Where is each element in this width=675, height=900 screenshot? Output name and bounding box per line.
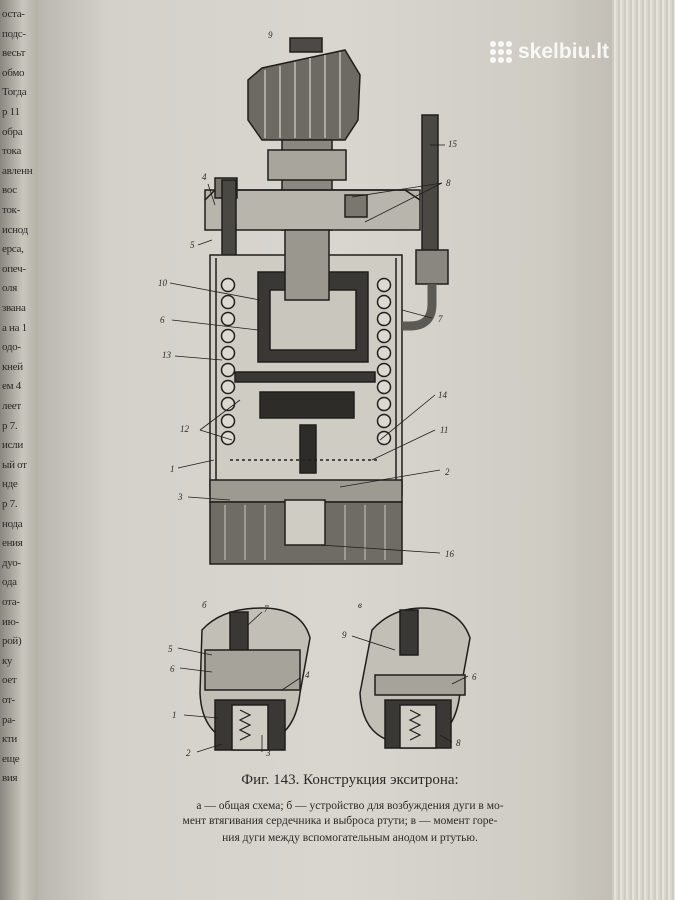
left-page-text-fragment: исли — [2, 439, 23, 452]
figure-callout-label: 4 — [305, 670, 310, 680]
left-page-text-fragment: кней — [2, 360, 23, 373]
coil-turn — [220, 345, 236, 361]
left-page-text-fragment: ерса, — [2, 243, 24, 256]
coil-turn — [220, 430, 236, 446]
figure-callout-label: 13 — [162, 350, 172, 360]
left-page-text-fragment: вос — [2, 184, 17, 197]
left-page-text-fragment: ода — [2, 576, 17, 589]
left-page-text-fragment: еще — [2, 752, 20, 765]
left-page-text-fragment: рой) — [2, 635, 22, 648]
figure-callout-label: 5 — [190, 240, 195, 250]
figure-caption-line: а — общая схема; б — устройство для возб… — [196, 800, 504, 812]
left-page-text-fragment: одо- — [2, 341, 21, 354]
figure-caption-line: мент втягивания сердечника и выброса рту… — [182, 815, 498, 827]
figure-callout-label: 4 — [202, 172, 207, 182]
left-page-text-fragment: ем 4 — [2, 380, 21, 393]
figure-callout-label: 16 — [445, 549, 455, 559]
left-page-text-fragment: опеч- — [2, 262, 26, 275]
coil-turn — [220, 311, 236, 327]
coil-turn — [220, 328, 236, 344]
left-page-text-fragment: ый от — [2, 458, 27, 471]
coil-turn — [376, 328, 392, 344]
figure-callout-label: 8 — [446, 178, 451, 188]
figure-callout-label: 2 — [186, 748, 191, 758]
watermark-text: skelbiu.lt — [518, 40, 610, 63]
coil-turn — [376, 430, 392, 446]
figure-callout-label: 14 — [438, 390, 448, 400]
figure-callout-label: 3 — [265, 748, 271, 758]
left-page-text-fragment: р 7. — [2, 419, 18, 432]
left-page-text-fragment: ток- — [2, 204, 20, 216]
figure-callout-label: 10 — [158, 278, 168, 288]
coil-turn — [376, 362, 392, 378]
coil-turn — [220, 294, 236, 310]
coil-turn — [376, 379, 392, 395]
left-page-text-fragment: вия — [2, 772, 18, 785]
left-page-text-fragment: ения — [2, 537, 23, 550]
figure-callout-label: 6 — [160, 315, 165, 325]
coil-turn — [376, 396, 392, 412]
figure-callout-label: 6 — [472, 672, 477, 682]
left-page-text-fragment: авленн — [2, 164, 33, 177]
left-page-text-fragment: а на 1 — [2, 321, 27, 334]
left-page-text-fragment: ра- — [2, 713, 16, 726]
left-page-text-fragment: нода — [2, 517, 23, 530]
coil-turn — [220, 362, 236, 378]
figure-callout-label: в — [358, 600, 362, 610]
coil-turn — [376, 413, 392, 429]
figure-callout-label: 1 — [172, 710, 177, 720]
left-page-text-fragment: иснод — [2, 223, 28, 236]
figure-callout-label: 9 — [342, 630, 347, 640]
left-page-text-fragment: звана — [2, 302, 26, 314]
figure-callout-label: 15 — [448, 139, 458, 149]
figure-callout-label: 1 — [170, 464, 175, 474]
figure-callout-label: 3 — [177, 492, 183, 502]
left-page-text-fragment: оет — [2, 674, 17, 687]
watermark-logo: skelbiu.lt — [490, 40, 609, 64]
left-page-text-fragment: кти — [2, 733, 17, 746]
left-page-text-fragment: тока — [2, 145, 22, 158]
left-page-text-fragment: ию- — [2, 615, 19, 628]
figure-callout-label: 12 — [180, 424, 190, 434]
left-page-text-fragment: ота- — [2, 596, 20, 608]
left-page-text-fragment: весьт — [2, 47, 26, 60]
left-page-text-fragment: р 11 — [2, 106, 20, 118]
figure-callout-label: 8 — [456, 738, 461, 748]
figure-callout-label: 9 — [268, 30, 273, 40]
coil-turn — [220, 413, 236, 429]
figure-callout-label: б — [202, 600, 207, 610]
left-page-text-fragment: оля — [2, 282, 18, 295]
figure-callout-label: 7 — [438, 314, 443, 324]
figure-caption-line: ния дуги между вспомогательным анодом и … — [222, 832, 478, 844]
figure-callout-label: 5 — [168, 644, 173, 654]
coil-turn — [376, 277, 392, 293]
left-page-text-fragment: оста- — [2, 8, 25, 20]
left-page-text-fragment: от- — [2, 694, 15, 706]
figure-caption-title: Фиг. 143. Конструкция экситрона: — [241, 772, 459, 788]
coil-turn — [376, 294, 392, 310]
figure-callout-label: 7 — [264, 604, 269, 614]
left-page-text-fragment: обмо — [2, 66, 25, 79]
left-page-text-fragment: Тогда — [2, 86, 27, 99]
coil-turn — [220, 277, 236, 293]
coil-turn — [376, 311, 392, 327]
figure-callout-label: 11 — [440, 425, 448, 435]
coil-turn — [220, 379, 236, 395]
left-page-text-fragment: ку — [2, 654, 13, 667]
coil-turn — [376, 345, 392, 361]
left-page-text-fragment: р 7. — [2, 498, 18, 510]
page-stack-edge — [612, 0, 675, 900]
left-page-text-fragment: дуо- — [2, 556, 21, 569]
dot-grid-icon — [490, 41, 512, 63]
figure-callout-label: 2 — [445, 467, 450, 477]
left-page-text-fragment: обра — [2, 125, 23, 138]
figure-callout-label: 6 — [170, 664, 175, 674]
left-page-text-fragment: подс- — [2, 27, 26, 40]
left-page-text-fragment: леет — [2, 400, 21, 412]
left-page-text-fragment: нде — [2, 478, 18, 491]
